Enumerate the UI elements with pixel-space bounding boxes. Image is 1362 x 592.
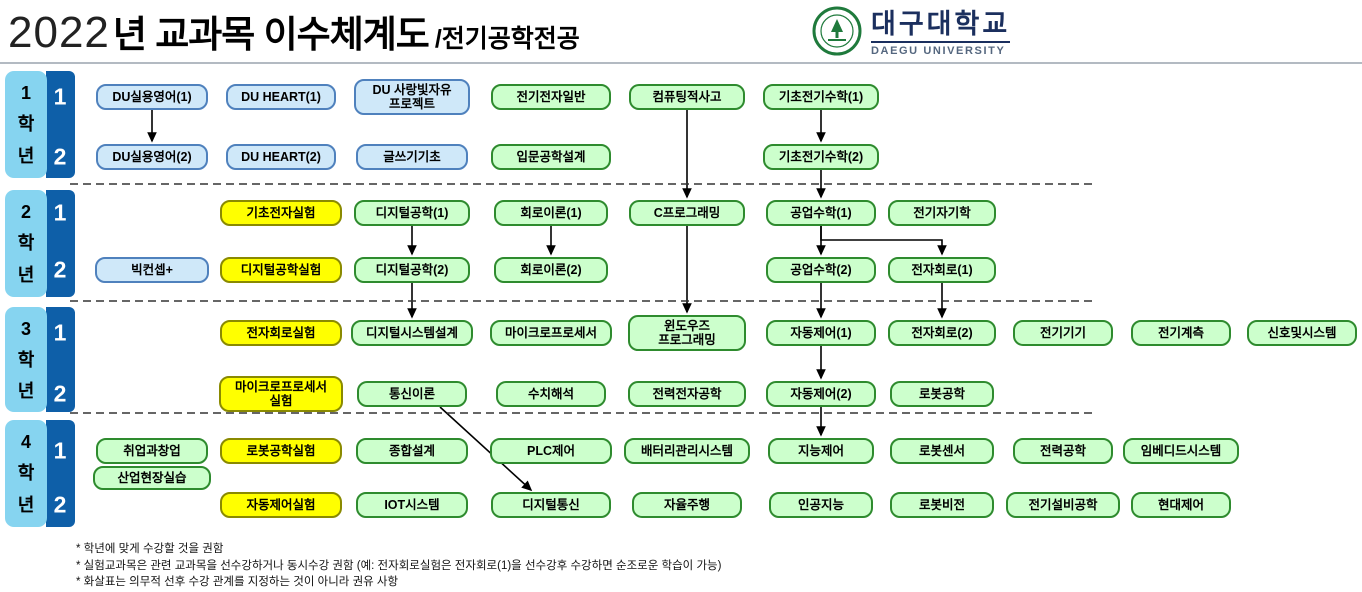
course-box: 로봇비전 (890, 492, 994, 518)
course-box: 전기계측 (1131, 320, 1231, 346)
semester-number: 2 (53, 256, 67, 283)
semester-number: 1 (53, 83, 67, 110)
year-label-char: 2 (20, 201, 31, 222)
course-box: DU 사랑빛자유 프로젝트 (354, 79, 470, 115)
course-box: 신호및시스템 (1247, 320, 1357, 346)
course-box: DU HEART(2) (226, 144, 336, 170)
course-box: 디지털시스템설계 (351, 320, 473, 346)
course-box: 회로이론(2) (494, 257, 608, 283)
course-box: 로봇공학 (890, 381, 994, 407)
course-box: 기초전자실험 (220, 200, 342, 226)
course-box: 전기기기 (1013, 320, 1113, 346)
course-box: 디지털공학(1) (354, 200, 470, 226)
course-box: 윈도우즈 프로그래밍 (628, 315, 746, 351)
course-box: 공업수학(2) (766, 257, 876, 283)
title-main: 년 교과목 이수체계도 (112, 14, 430, 55)
year-label-char: 4 (20, 431, 31, 452)
course-box: 취업과창업 (96, 438, 208, 464)
course-box: 수치해석 (496, 381, 606, 407)
semester-strip (46, 420, 75, 527)
year-label-char: 학 (17, 233, 35, 254)
title-major: /전기공학전공 (434, 25, 580, 53)
university-logo: 대구대학교 DAEGU UNIVERSITY (812, 6, 1011, 61)
course-box: 현대제어 (1131, 492, 1231, 518)
semester-number: 2 (53, 491, 67, 518)
course-box: 전력전자공학 (628, 381, 746, 407)
course-box: DU HEART(1) (226, 84, 336, 110)
year-label-char: 년 (17, 380, 35, 401)
course-box: 디지털공학(2) (354, 257, 470, 283)
title-year: 2022 (8, 8, 110, 57)
course-box: 마이크로프로세서 (490, 320, 612, 346)
course-box: 산업현장실습 (93, 466, 211, 490)
course-box: 통신이론 (357, 381, 467, 407)
year-label-char: 년 (17, 146, 35, 167)
semester-strip (46, 190, 75, 297)
course-box: 자동제어(2) (766, 381, 876, 407)
university-name: 대구대학교 (871, 8, 1011, 39)
university-name-block: 대구대학교 DAEGU UNIVERSITY (871, 8, 1011, 57)
course-box: 글쓰기기초 (356, 144, 468, 170)
course-box: 디지털공학실험 (220, 257, 342, 283)
course-box: 공업수학(1) (766, 200, 876, 226)
course-box: 전기자기학 (888, 200, 996, 226)
course-box: 자율주행 (632, 492, 742, 518)
course-box: 디지털통신 (491, 492, 611, 518)
year-label-char: 학 (17, 114, 35, 135)
course-box: IOT시스템 (356, 492, 468, 518)
semester-strip (46, 307, 75, 412)
year-label-char: 년 (17, 495, 35, 516)
page-title: 2022 년 교과목 이수체계도 /전기공학전공 (8, 4, 580, 58)
course-box: 자동제어(1) (766, 320, 876, 346)
year-label-char: 학 (17, 349, 35, 370)
course-box: 기초전기수학(2) (763, 144, 879, 170)
semester-number: 1 (53, 199, 67, 226)
course-box: 빅컨셉+ (95, 257, 209, 283)
year-label-char: 년 (17, 265, 35, 286)
footer-notes: * 학년에 맞게 수강할 것을 권함 * 실험교과목은 관련 교과목을 선수강하… (76, 541, 721, 591)
course-box: 배터리관리시스템 (624, 438, 750, 464)
course-box: PLC제어 (490, 438, 612, 464)
semester-number: 2 (53, 143, 67, 170)
course-box: 입문공학설계 (491, 144, 611, 170)
course-box: DU실용영어(2) (96, 144, 208, 170)
course-box: 자동제어실험 (220, 492, 342, 518)
course-box: C프로그래밍 (629, 200, 745, 226)
course-box: 전자회로(1) (888, 257, 996, 283)
course-box: 전력공학 (1013, 438, 1113, 464)
semester-number: 1 (53, 319, 67, 346)
course-box: 전자회로(2) (888, 320, 996, 346)
course-box: 컴퓨팅적사고 (629, 84, 745, 110)
course-box: 회로이론(1) (494, 200, 608, 226)
year-label-char: 1 (20, 82, 31, 103)
semester-number: 1 (53, 437, 67, 464)
course-box: 로봇공학실험 (220, 438, 342, 464)
course-box: 기초전기수학(1) (763, 84, 879, 110)
semester-number: 2 (53, 380, 67, 407)
course-box: DU실용영어(1) (96, 84, 208, 110)
course-box: 전기전자일반 (491, 84, 611, 110)
course-box: 로봇센서 (890, 438, 994, 464)
course-box: 전기설비공학 (1006, 492, 1120, 518)
university-emblem-icon (812, 6, 862, 61)
course-box: 전자회로실험 (220, 320, 342, 346)
course-box: 종합설계 (356, 438, 468, 464)
course-box: 인공지능 (769, 492, 873, 518)
footnote: * 화살표는 의무적 선후 수강 관계를 지정하는 것이 아니라 권유 사항 (76, 576, 399, 589)
course-box: 마이크로프로세서 실험 (219, 376, 343, 412)
year-label-char: 학 (17, 463, 35, 484)
prereq-arrow (820, 226, 947, 256)
footnote: * 학년에 맞게 수강할 것을 권함 (76, 543, 224, 555)
footnote: * 실험교과목은 관련 교과목을 선수강하거나 동시수강 권함 (예: 전자회로… (76, 559, 722, 572)
year-label-char: 3 (20, 318, 31, 339)
page-header: 2022 년 교과목 이수체계도 /전기공학전공 대구대학교 DAEGU UNI… (0, 0, 1362, 64)
course-box: 임베디드시스템 (1123, 438, 1239, 464)
semester-strip (46, 71, 75, 178)
university-name-en: DAEGU UNIVERSITY (871, 41, 1011, 57)
course-box: 지능제어 (768, 438, 874, 464)
